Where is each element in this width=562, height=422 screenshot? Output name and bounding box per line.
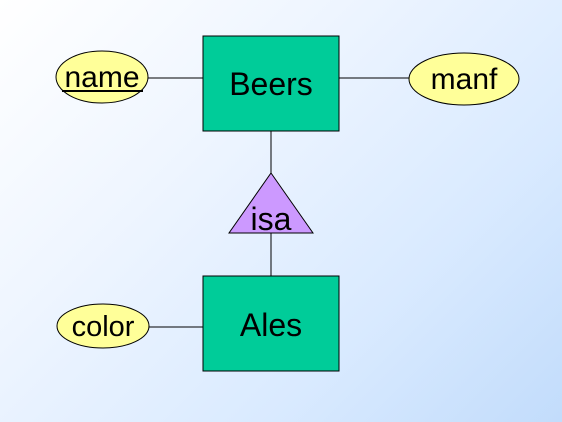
entity-beers-box [202, 35, 340, 132]
attribute-color-label: color [72, 311, 135, 343]
attribute-name: name [55, 50, 149, 104]
entity-ales: Ales [202, 275, 340, 372]
isa-triangle [228, 172, 314, 234]
attribute-manf-ellipse [408, 52, 520, 106]
isa-label: isa [251, 201, 292, 237]
relationship-isa: isa [228, 172, 314, 237]
attribute-manf: manf [408, 52, 520, 106]
entity-ales-label: Ales [240, 307, 302, 343]
entity-beers: Beers [202, 35, 340, 132]
attribute-color-ellipse [56, 303, 150, 349]
attribute-name-label: name [64, 61, 139, 94]
attribute-manf-label: manf [431, 63, 498, 96]
attribute-color: color [56, 303, 150, 349]
entity-beers-label: Beers [229, 66, 313, 102]
entity-ales-box [202, 275, 340, 372]
